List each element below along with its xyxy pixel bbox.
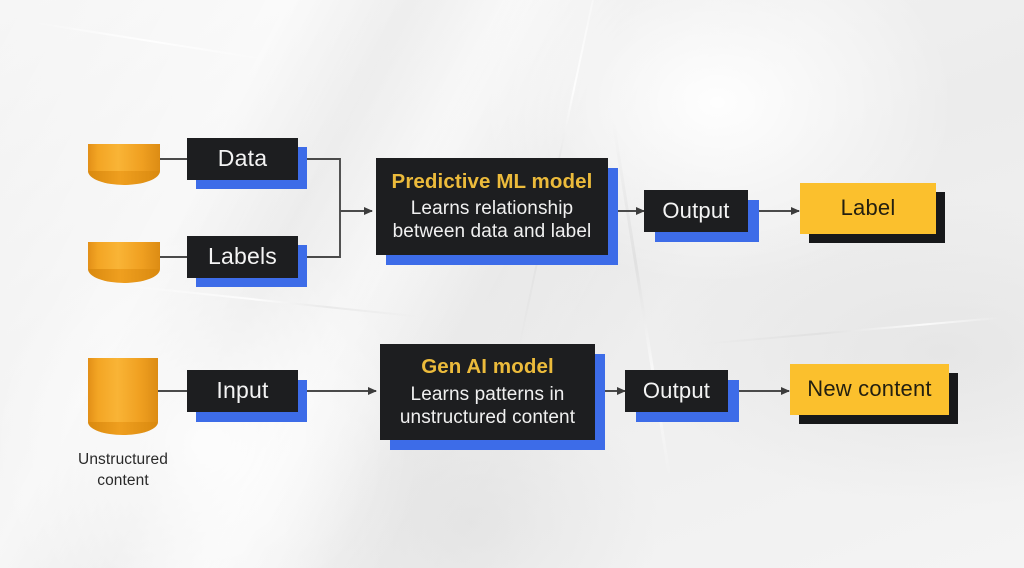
cylinder-body: [88, 144, 160, 171]
labels-box[interactable]: Labels: [187, 236, 298, 278]
paper-crease: [700, 316, 1000, 346]
paper-crease: [120, 284, 420, 318]
unstructured-content-caption: Unstructured content: [48, 450, 198, 492]
predictive-output-box[interactable]: Output: [644, 190, 748, 232]
data-box-label: Data: [217, 145, 268, 172]
genai-output-box[interactable]: Output: [625, 370, 728, 412]
genai-model-title: Gen AI model: [421, 355, 554, 379]
caption-line2: content: [97, 471, 149, 489]
predictive-model-box[interactable]: Predictive ML model Learns relationship …: [376, 158, 608, 255]
input-box[interactable]: Input: [187, 370, 298, 412]
genai-output-label: Output: [642, 377, 711, 403]
cylinder-top: [88, 131, 160, 158]
paper-crease: [611, 121, 672, 479]
label-result-text: Label: [840, 195, 896, 221]
genai-model-desc-line2: unstructured content: [399, 406, 576, 428]
cylinder-top: [88, 345, 158, 371]
data-cylinder: [88, 131, 160, 187]
cylinder-body: [88, 242, 160, 269]
genai-model-box[interactable]: Gen AI model Learns patterns in unstruct…: [380, 344, 595, 440]
data-box[interactable]: Data: [187, 138, 298, 180]
caption-line1: Unstructured: [78, 451, 168, 468]
unstructured-content-cylinder: [88, 345, 158, 437]
new-content-text: New content: [807, 376, 932, 402]
paper-crease: [31, 21, 269, 61]
label-result-box[interactable]: Label: [800, 183, 936, 234]
cylinder-body: [88, 358, 158, 422]
predictive-model-desc-line2: between data and label: [392, 221, 592, 243]
input-box-label: Input: [216, 377, 269, 404]
predictive-model-desc-line1: Learns relationship: [410, 198, 574, 220]
predictive-output-label: Output: [662, 197, 730, 223]
labels-box-label: Labels: [208, 243, 277, 270]
labels-cylinder: [88, 229, 160, 285]
cylinder-top: [88, 229, 160, 256]
predictive-model-title: Predictive ML model: [391, 169, 593, 193]
genai-model-desc-line1: Learns patterns in: [410, 383, 565, 405]
new-content-box[interactable]: New content: [790, 364, 949, 415]
